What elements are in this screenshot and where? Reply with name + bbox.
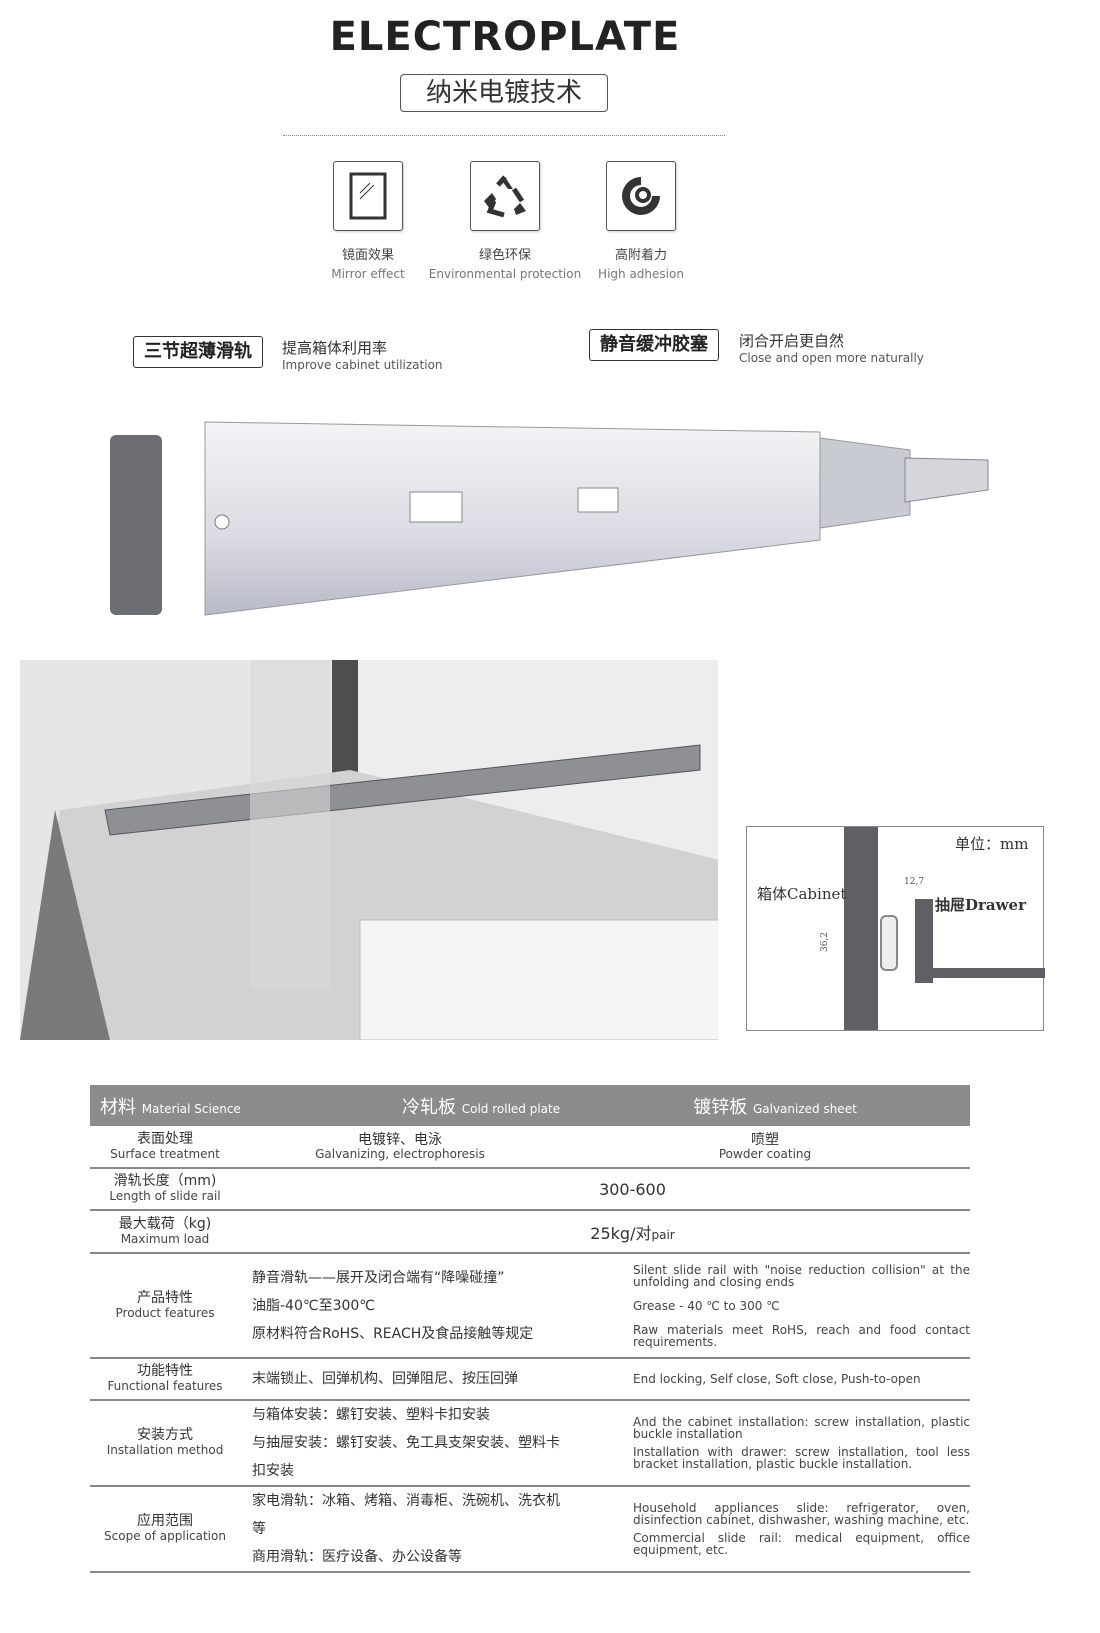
- function-cn: 末端锁止、回弹机构、回弹阻尼、按压回弹: [240, 1358, 560, 1401]
- mirror-icon: [333, 161, 403, 231]
- page-subtitle: 纳米电镀技术: [400, 74, 608, 112]
- install-en: And the cabinet installation: screw inst…: [560, 1400, 970, 1487]
- length-value: 300-600: [240, 1168, 970, 1211]
- drawer-panel: [915, 899, 933, 983]
- unit-label: 单位：mm: [955, 835, 1029, 853]
- product-en: Silent slide rail with "noise reduction …: [560, 1253, 970, 1359]
- spec-table: 材料 Material Science 冷轧板 Cold rolled plat…: [90, 1085, 970, 1126]
- drawer-label: 抽屉Drawer: [935, 896, 1026, 914]
- rail-profile: [880, 915, 898, 971]
- drawer-bottom: [933, 968, 1045, 978]
- page-title: ELECTROPLATE: [329, 14, 681, 60]
- table-header-row: 材料 Material Science 冷轧板 Cold rolled plat…: [90, 1085, 970, 1126]
- header-galvanized: 镀锌板 Galvanized sheet: [580, 1085, 970, 1126]
- table-row: 滑轨长度（mm)Length of slide rail 300-600: [90, 1168, 970, 1211]
- dim-height: 36,2: [820, 931, 831, 953]
- row-label-length: 滑轨长度（mm)Length of slide rail: [90, 1168, 240, 1211]
- adhesion-icon: [606, 161, 676, 231]
- function-en: End locking, Self close, Soft close, Pus…: [560, 1358, 970, 1401]
- dotted-divider: [283, 135, 725, 136]
- dim-gap: 12,7: [904, 877, 925, 887]
- slide-rail-image: [110, 421, 989, 616]
- header-cold-rolled: 冷轧板 Cold rolled plate: [390, 1085, 580, 1126]
- recycle-icon: [470, 161, 540, 231]
- badge-silent-buffer: 静音缓冲胶塞: [589, 329, 719, 361]
- header-material: 材料 Material Science: [90, 1085, 390, 1126]
- load-value: 25kg/对pair: [240, 1210, 970, 1254]
- cabinet-panel: [844, 827, 878, 1030]
- row-label-load: 最大载荷（kg)Maximum load: [90, 1210, 240, 1254]
- install-cn: 与箱体安装：螺钉安装、塑料卡扣安装与抽屉安装：螺钉安装、免工具支架安装、塑料卡扣…: [240, 1400, 560, 1487]
- scope-en: Household appliances slide: refrigerator…: [560, 1486, 970, 1573]
- dimension-diagram: 单位：mm 箱体Cabinet 抽屉Drawer 12,7 36,2: [746, 826, 1045, 1031]
- table-row: 最大载荷（kg)Maximum load 25kg/对pair: [90, 1210, 970, 1254]
- installation-photo: [20, 660, 718, 1040]
- cabinet-label: 箱体Cabinet: [757, 885, 847, 903]
- badge-thin-rail: 三节超薄滑轨: [133, 336, 263, 368]
- scope-cn: 家电滑轨：冰箱、烤箱、消毒柜、洗碗机、洗衣机等商用滑轨：医疗设备、办公设备等: [240, 1486, 560, 1573]
